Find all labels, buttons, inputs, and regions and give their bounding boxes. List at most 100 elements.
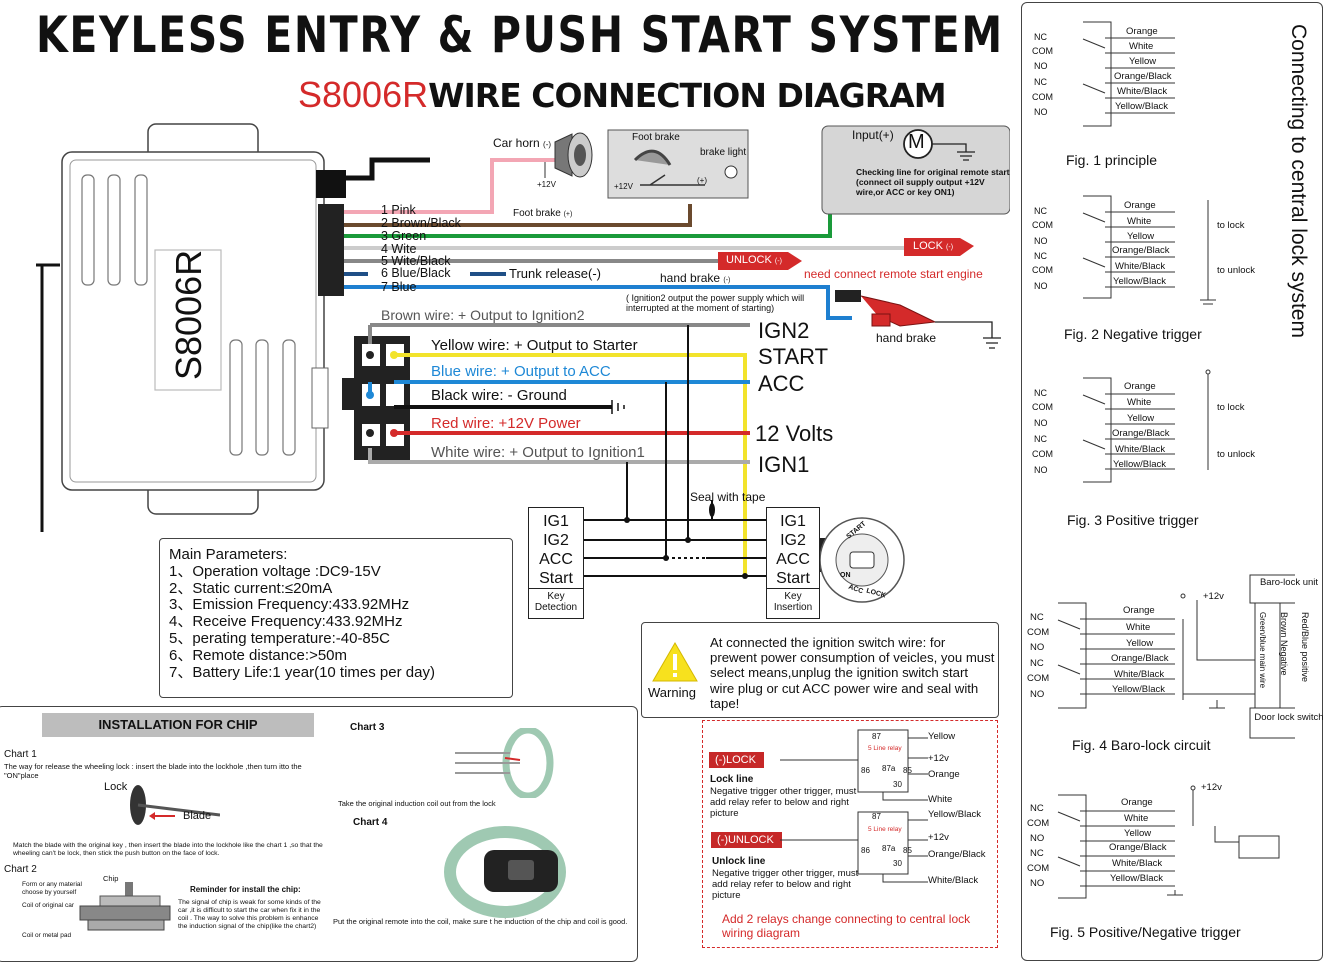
wire-label-6: 6 Blue/Black (381, 266, 451, 280)
fig2-pin-no: NO (1034, 236, 1048, 246)
parameter-item: 7、Battery Life:1 year(10 times per day) (169, 663, 435, 681)
induction-coil-illustration (455, 728, 554, 798)
central-lock-panel (1021, 2, 1323, 961)
ignition-switch-icon (816, 517, 905, 603)
motor-symbol: M (908, 131, 925, 153)
model-number: S8006R (298, 74, 429, 115)
ign-right-acc: ACC (776, 551, 810, 568)
input-plus-label: Input(+) (852, 128, 894, 142)
fig4-pin-nc: NC (1030, 612, 1044, 623)
foot-brake-box (607, 129, 749, 199)
fig2-caption: Fig. 2 Negative trigger (1064, 326, 1202, 342)
relay2-out-white-black: White/Black (928, 875, 979, 886)
lock-label: Lock (104, 781, 128, 793)
parameter-item: 5、perating temperature:-40-85C (169, 629, 390, 647)
fig1-wire-white: White (1129, 41, 1154, 52)
fig3-pin-no2: NO (1034, 465, 1048, 475)
fig5-wire-white: White (1124, 813, 1149, 824)
wire-label-5: 5 Wite/Black (381, 254, 451, 268)
relay2-pin30: 30 (893, 859, 902, 868)
hand-brake-label: hand brake (876, 331, 937, 345)
reminder-title: Reminder for install the chip: (190, 885, 301, 894)
fig2-wire-yellow-black: Yellow/Black (1113, 276, 1166, 287)
fig1-wire-white-black: White/Black (1117, 86, 1168, 97)
relay-caption: Add 2 relays change connecting to centra… (722, 912, 971, 940)
fig5-wire-white-black: White/Black (1112, 858, 1163, 869)
relay1-pin86: 86 (861, 766, 870, 775)
relay1-out-12v: +12v (928, 753, 949, 764)
brake-plus12-label: +12V (614, 182, 633, 191)
fig3-pin-com2: COM (1032, 449, 1053, 459)
fig2-pin-nc2: NC (1034, 251, 1047, 261)
ign-right-ig1: IG1 (780, 513, 806, 530)
unlock-arrow (718, 252, 802, 270)
chip-installation-panel (0, 706, 638, 962)
fig4-pin-no: NO (1030, 642, 1045, 653)
fig2-to-unlock: to unlock (1217, 265, 1256, 276)
fig4-wire-orange: Orange (1123, 605, 1155, 616)
fig4-pin-com: COM (1027, 627, 1050, 638)
chart2-label: Chart 2 (4, 864, 37, 875)
relay1-label: 5 Line relay (868, 745, 902, 752)
terminal-ign2: IGN2 (758, 318, 810, 343)
fig2-pin-nc: NC (1034, 206, 1047, 216)
chip-title: INSTALLATION FOR CHIP (42, 713, 314, 737)
parameter-item: 3、Emission Frequency:433.92MHz (169, 596, 410, 614)
terminal-ign1: IGN1 (758, 452, 810, 477)
chip-label: Chip (103, 874, 119, 883)
unlock-line-text: Negative trigger other trigger, must add… (712, 868, 859, 901)
fig4-wire-orange-black: Orange/Black (1111, 653, 1169, 664)
fig4-caption: Fig. 4 Baro-lock circuit (1072, 737, 1211, 753)
key-insertion-caption: Key Insertion (767, 588, 819, 613)
chip-coil-illustration (79, 882, 171, 931)
remote-coil-illustration (444, 826, 566, 918)
subtitle-text: WIRE CONNECTION DIAGRAM (428, 76, 946, 115)
fig1-pin-com2: COM (1032, 92, 1053, 102)
foot-brake-box-label: Foot brake (632, 132, 680, 143)
relay2-pin87: 87 (872, 812, 881, 821)
fig1-pin-com: COM (1032, 46, 1053, 56)
fig5-wire-orange: Orange (1121, 797, 1153, 808)
yellow-wire-label: Yellow wire: + Output to Starter (431, 337, 638, 354)
fig1-pin-no: NO (1034, 61, 1048, 71)
fig3-wire-yellow: Yellow (1127, 413, 1155, 424)
fig2-wire-orange: Orange (1124, 200, 1156, 211)
fig5-pin-com2: COM (1027, 863, 1050, 874)
fig4-plus12v: +12v (1203, 591, 1224, 602)
chart4-label: Chart 4 (353, 817, 388, 828)
key-detection-caption: Key Detection (529, 588, 583, 613)
fig2-wire-orange-black: Orange/Black (1112, 245, 1170, 256)
black-wire-label: Black wire: - Ground (431, 387, 567, 404)
wiring-diagram (36, 123, 1010, 603)
fig5-pin-no: NO (1030, 833, 1045, 844)
seal-tape-label: Seal with tape (690, 490, 766, 504)
ign-right-start: Start (776, 570, 810, 587)
lock-label: LOCK (-) (913, 240, 954, 252)
parameter-item: 4、Receive Frequency:433.92MHz (169, 613, 403, 631)
foot-brake-wire-label: Foot brake (+) (513, 208, 573, 219)
car-horn-label: Car horn (-) (493, 136, 552, 150)
unlock-relay-tag: (-)UNLOCK (711, 832, 782, 848)
relay1-out-orange: Orange (928, 769, 960, 780)
baro-wire-red: Red/Blue positive (1300, 612, 1310, 683)
fig2-wire-white-black: White/Black (1115, 261, 1166, 272)
car-horn-icon (544, 132, 593, 178)
fig5-wire-yellow-black: Yellow/Black (1110, 873, 1163, 884)
warning-label: Warning (648, 685, 696, 700)
relay1-out-white: White (928, 794, 953, 805)
fig4-pin-nc2: NC (1030, 658, 1044, 669)
fig2-pin-com: COM (1032, 220, 1053, 230)
blue-wire-label: Blue wire: + Output to ACC (431, 363, 611, 380)
fig3-pin-no: NO (1034, 418, 1048, 428)
lock-blade-illustration (130, 785, 220, 825)
fig3-to-unlock: to unlock (1217, 449, 1256, 460)
relay2-out-yellow-black: Yellow/Black (928, 809, 981, 820)
fig1-wire-orange: Orange (1126, 26, 1158, 37)
warning-box: Warning At connected the ignition switch… (641, 622, 999, 718)
fig4-wire-white: White (1126, 622, 1151, 633)
fig1-pin-nc: NC (1034, 32, 1047, 42)
fig5-pin-nc: NC (1030, 803, 1044, 814)
parameter-item: 2、Static current:≤20mA (169, 579, 333, 597)
relay2-label: 5 Line relay (868, 826, 902, 833)
relay1-pin85: 85 (903, 766, 912, 775)
